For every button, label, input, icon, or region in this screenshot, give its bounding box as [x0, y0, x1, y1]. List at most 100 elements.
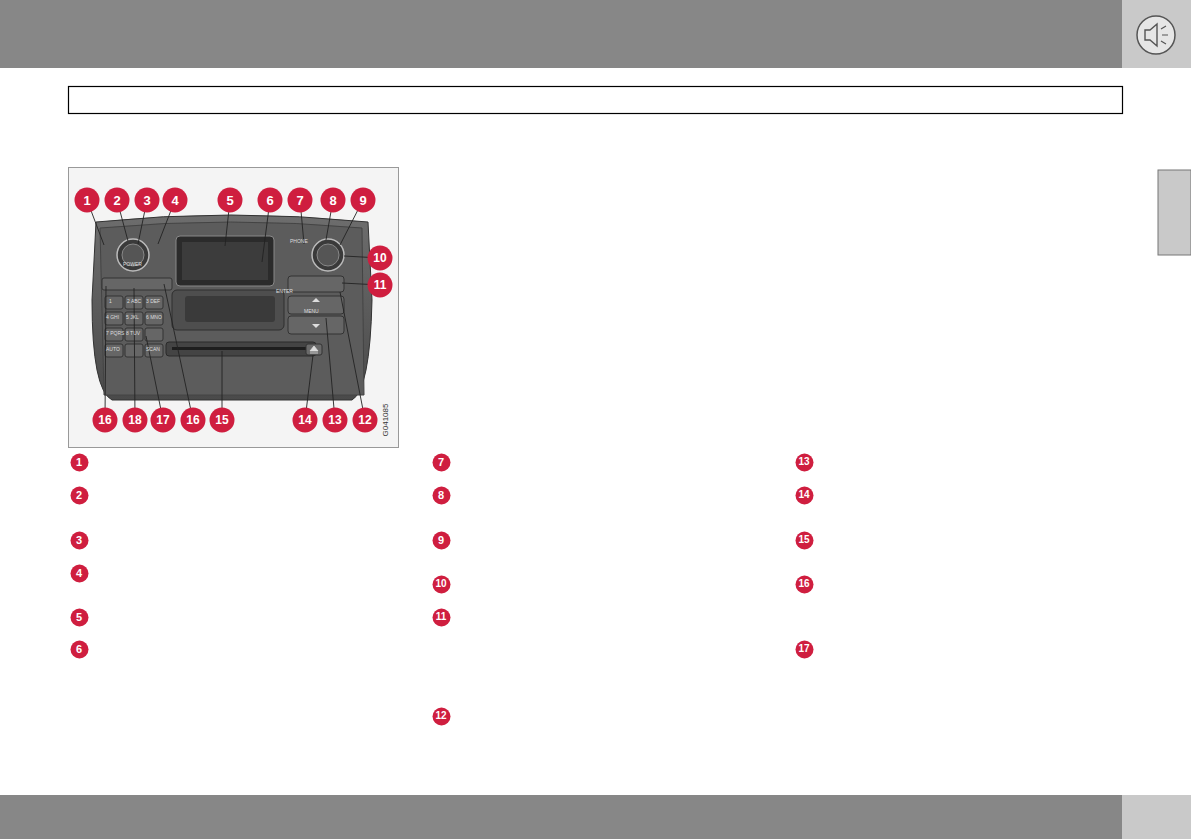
list-number: 14 [795, 486, 814, 505]
callout-circle [795, 531, 813, 549]
callout-text: 3 [76, 535, 82, 546]
callout-circle [795, 640, 813, 658]
callout-text: 16 [798, 579, 809, 589]
list-number: 5 [70, 608, 89, 627]
list-number: 1 [70, 453, 89, 472]
figure-code: G041085 [382, 403, 390, 436]
callout-text: 7 [438, 457, 444, 468]
callout-circle [123, 408, 148, 433]
callout-circle [258, 188, 283, 213]
button-label: 1 [109, 299, 112, 304]
callout-circle [75, 188, 100, 213]
callout-text: 1 [76, 457, 82, 468]
list-number: 8 [432, 486, 451, 505]
callout-circle [163, 188, 188, 213]
button-label: SCAN [146, 347, 160, 352]
figure-frame [69, 168, 399, 448]
callout-number: 5 [217, 187, 243, 213]
button-label: MENU [304, 309, 319, 314]
callout-number: 13 [322, 407, 348, 433]
callout-text: 8 [438, 490, 444, 501]
chapter-tab [1158, 170, 1191, 255]
callout-circle [368, 246, 393, 271]
callout-circle [70, 486, 88, 504]
callout-text: 13 [328, 414, 341, 426]
list-number: 2 [70, 486, 89, 505]
callout-text: 11 [374, 279, 387, 291]
button-label: 2 ABC [127, 299, 141, 304]
callout-text: 14 [798, 490, 809, 500]
title-box [69, 87, 1123, 114]
speaker-icon [1137, 16, 1175, 54]
callout-number: 17 [150, 407, 176, 433]
button-label: 3 DEF [146, 299, 160, 304]
callout-circle [432, 608, 450, 626]
callout-text: 9 [438, 535, 444, 546]
callout-number: 16 [180, 407, 206, 433]
list-number: 16 [795, 575, 814, 594]
callout-text: 14 [298, 414, 311, 426]
callout-number: 4 [162, 187, 188, 213]
list-number: 6 [70, 640, 89, 659]
callout-circle [432, 486, 450, 504]
list-number: 11 [432, 608, 451, 627]
header-tab [1122, 0, 1191, 68]
callout-circle [323, 408, 348, 433]
callout-text: 9 [359, 194, 366, 207]
callout-text: 5 [226, 194, 233, 207]
list-number: 7 [432, 453, 451, 472]
callout-text: 15 [215, 414, 228, 426]
callout-circle [93, 408, 118, 433]
callout-circle [432, 453, 450, 471]
list-number: 10 [432, 575, 451, 594]
list-number: 12 [432, 707, 451, 726]
callout-text: 7 [296, 194, 303, 207]
callout-circle [70, 531, 88, 549]
list-number: 17 [795, 640, 814, 659]
callout-number: 12 [352, 407, 378, 433]
callout-number: 15 [209, 407, 235, 433]
callout-text: 3 [143, 194, 150, 207]
button-label: 6 MNO [146, 315, 162, 320]
callout-circle [795, 575, 813, 593]
callout-text: 15 [798, 535, 809, 545]
list-number: 4 [70, 564, 89, 583]
callout-number: 1 [74, 187, 100, 213]
callout-circle [293, 408, 318, 433]
callout-text: 5 [76, 612, 82, 623]
callout-text: 4 [76, 568, 82, 579]
callout-text: 11 [436, 612, 447, 622]
callout-circle [368, 273, 393, 298]
callout-text: 2 [113, 194, 120, 207]
button-label: 4 GHI [106, 315, 119, 320]
callout-text: 16 [186, 414, 199, 426]
callout-circle [795, 453, 813, 471]
button-label: 5 JKL [126, 315, 139, 320]
callout-circle [70, 453, 88, 471]
callout-number: 11 [367, 272, 393, 298]
button-label: 7 PQRS [106, 331, 124, 336]
button-label: AUTO [106, 347, 120, 352]
callout-text: 10 [435, 579, 446, 589]
callout-text: 16 [98, 414, 111, 426]
callout-number: 18 [122, 407, 148, 433]
callout-number: 14 [292, 407, 318, 433]
callout-number: 8 [320, 187, 346, 213]
callout-circle [432, 707, 450, 725]
list-number: 9 [432, 531, 451, 550]
callout-number: 7 [287, 187, 313, 213]
header-bar [0, 0, 1191, 68]
callout-circle [210, 408, 235, 433]
callout-circle [151, 408, 176, 433]
callout-number: 6 [257, 187, 283, 213]
list-number: 15 [795, 531, 814, 550]
callout-text: 6 [76, 644, 82, 655]
callout-circle [70, 564, 88, 582]
callout-circle [795, 486, 813, 504]
callout-number: 16 [92, 407, 118, 433]
callout-circle [432, 531, 450, 549]
callout-text: 17 [798, 644, 809, 654]
callout-number: 2 [104, 187, 130, 213]
callout-circle [105, 188, 130, 213]
